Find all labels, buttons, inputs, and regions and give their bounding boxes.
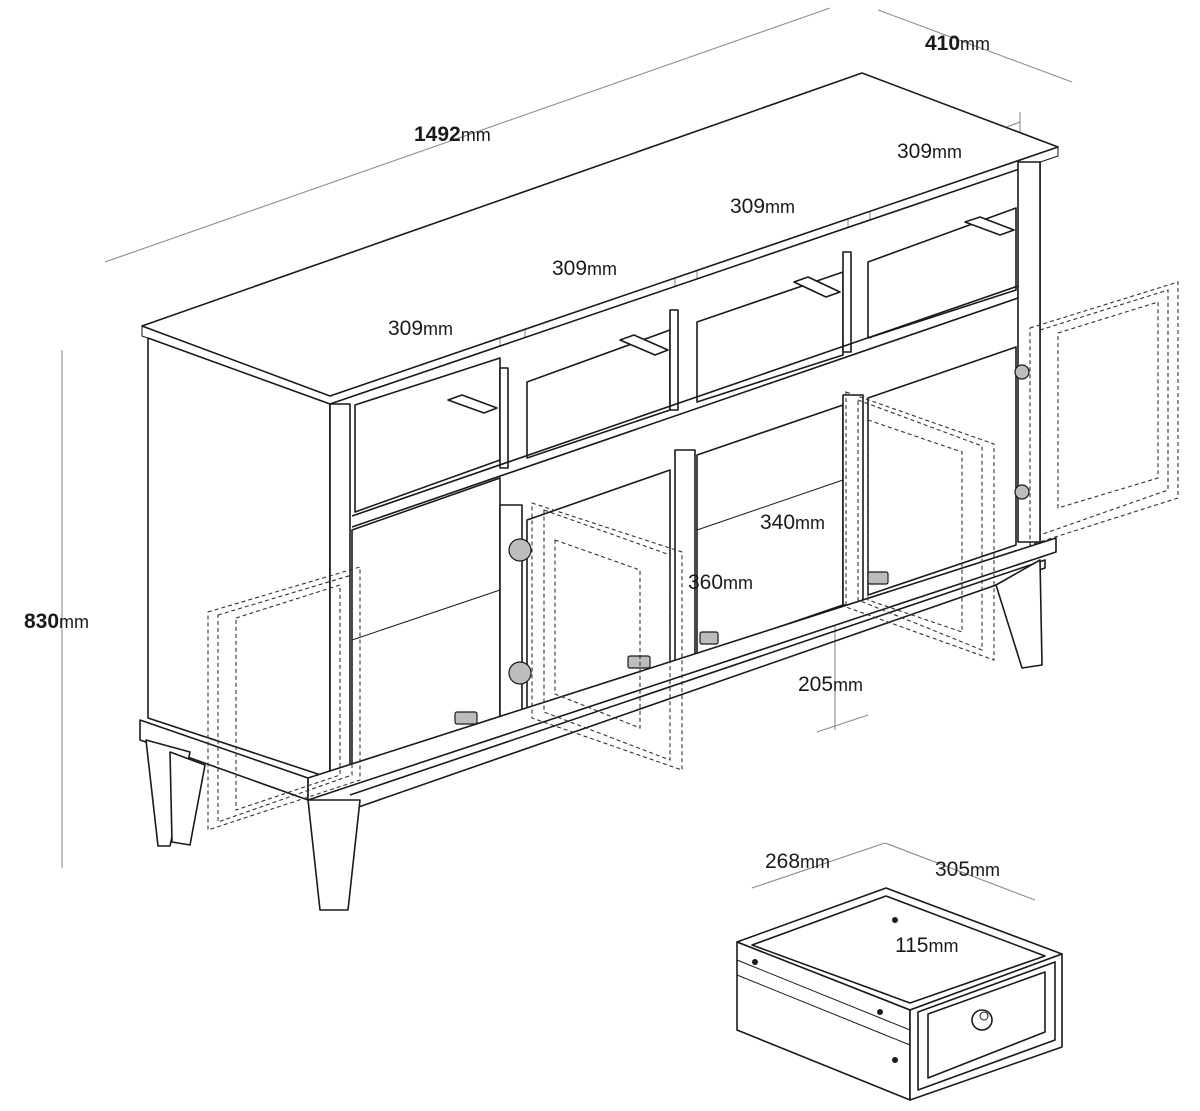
- leg-mid: [169, 751, 206, 846]
- cabinet-left-side: [147, 337, 331, 779]
- handle-icon: [699, 631, 719, 645]
- handle-icon: [627, 655, 651, 669]
- drawer-front-3: [696, 271, 844, 403]
- drawer-box-detail: [736, 887, 1063, 1101]
- leg-front-left: [307, 799, 361, 911]
- label-drawer-width-3: 309mm: [730, 195, 795, 218]
- handle-icon: [454, 711, 478, 725]
- label-drawer-box-width: 305mm: [935, 858, 1000, 881]
- leg-front-right: [995, 559, 1043, 669]
- label-total-width: 1492mm: [414, 123, 491, 146]
- drawer-row: [351, 207, 1019, 528]
- hinge-icon: [508, 538, 532, 562]
- label-drawer-box-depth: 268mm: [765, 850, 830, 873]
- label-drawer-width-1: 309mm: [388, 317, 453, 340]
- label-compartment-depth: 360mm: [688, 571, 753, 594]
- label-depth: 410mm: [925, 32, 990, 55]
- sideboard-cabinet: [139, 72, 1059, 911]
- hinge-icon: [1014, 364, 1030, 380]
- label-drawer-width-2: 309mm: [552, 257, 617, 280]
- open-doors: [207, 281, 1179, 831]
- label-compartment-height: 340mm: [760, 511, 825, 534]
- handle-icon: [867, 571, 889, 585]
- drawer-front-4: [867, 207, 1017, 339]
- label-drawer-box-height: 115mm: [895, 934, 958, 957]
- hinges: [508, 364, 1030, 685]
- label-drawer-width-4: 309mm: [897, 140, 962, 163]
- label-leg-height: 205mm: [798, 673, 863, 696]
- lower-compartments: [329, 161, 1041, 781]
- dimension-labels: 1492mm 410mm 830mm 309mm 309mm 309mm 309…: [24, 32, 1000, 957]
- door-handles: [454, 571, 889, 725]
- label-height: 830mm: [24, 610, 89, 633]
- hinge-icon: [1014, 484, 1030, 500]
- hinge-icon: [508, 661, 532, 685]
